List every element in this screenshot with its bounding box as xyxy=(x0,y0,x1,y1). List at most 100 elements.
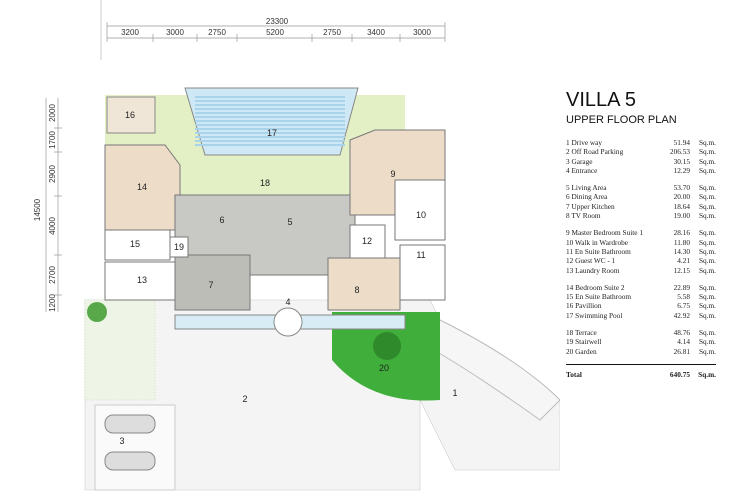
car xyxy=(104,414,156,434)
area-unit: Sq.m. xyxy=(698,211,716,221)
room-label: 12 xyxy=(362,236,372,246)
room-label: 13 xyxy=(137,275,147,285)
area-unit: Sq.m. xyxy=(698,346,716,356)
room-area: 4.14 xyxy=(677,337,690,347)
curved-drive xyxy=(424,319,560,421)
tree xyxy=(87,302,107,322)
room-name: 11 En Suite Bathroom xyxy=(566,246,631,256)
room-name: 17 Swimming Pool xyxy=(566,310,623,320)
room-label: 14 xyxy=(137,182,147,192)
room-name: 12 Guest WC - 1 xyxy=(566,256,616,266)
room-area: 12.29 xyxy=(673,165,690,175)
legend-row: 11 En Suite Bathroom 14.30 Sq.m. xyxy=(566,247,716,256)
room-label: 16 xyxy=(125,110,135,120)
room-area: 48.76 xyxy=(673,328,690,338)
room-label: 4 xyxy=(285,297,290,307)
room-area: 14.30 xyxy=(673,246,690,256)
kitchen xyxy=(174,254,251,311)
room-label: 19 xyxy=(174,242,184,252)
top-dimension: 5200 xyxy=(266,28,284,37)
room-label: 3 xyxy=(119,436,124,446)
room-area: 51.94 xyxy=(673,138,690,147)
area-unit: Sq.m. xyxy=(698,292,716,302)
area-unit: Sq.m. xyxy=(698,183,716,193)
room-area: 12.15 xyxy=(673,265,690,275)
room-name: 1 Drive way xyxy=(566,138,603,147)
legend-row: 16 Pavillion 6.75 Sq.m. xyxy=(566,301,716,310)
room-name: 15 En Suite Bathroom xyxy=(566,292,632,302)
area-unit: Sq.m. xyxy=(698,237,716,247)
room-name: 18 Terrace xyxy=(566,328,597,338)
left-dimension: 2000 xyxy=(48,104,57,122)
room-area: 53.70 xyxy=(673,183,690,193)
room-area: 19.00 xyxy=(673,211,690,221)
area-unit: Sq.m. xyxy=(698,228,716,238)
room-label: 15 xyxy=(130,239,140,249)
legend-row: 18 Terrace 48.76 Sq.m. xyxy=(566,328,716,337)
legend-row: 5 Living Area 53.70 Sq.m. xyxy=(566,183,716,192)
top-dimension: 3000 xyxy=(166,28,184,37)
room-area: 4.21 xyxy=(677,256,690,266)
left-dimension: 1200 xyxy=(48,294,57,312)
legend-row: 20 Garden 26.81 Sq.m. xyxy=(566,347,716,356)
room-name: 20 Garden xyxy=(566,346,597,356)
area-unit: Sq.m. xyxy=(698,310,716,320)
top-dimensions xyxy=(106,22,446,42)
legend-row: 1 Drive way 51.94 Sq.m. xyxy=(566,138,716,147)
room-area: 30.15 xyxy=(673,156,690,166)
plan-subtitle: UPPER FLOOR PLAN xyxy=(566,114,677,126)
top-dimension: 2750 xyxy=(208,28,226,37)
entrance xyxy=(273,307,303,337)
room-area: 18.64 xyxy=(673,201,690,211)
room-area: 42.92 xyxy=(673,310,690,320)
legend-row: 9 Master Bedroom Suite 1 28.16 Sq.m. xyxy=(566,228,716,237)
villa-title: VILLA 5 xyxy=(566,89,637,111)
left-dimensions xyxy=(45,98,62,312)
area-unit: Sq.m. xyxy=(698,138,716,147)
room-label: 17 xyxy=(267,128,277,138)
room-name: 9 Master Bedroom Suite 1 xyxy=(566,228,644,238)
room-area: 28.16 xyxy=(673,228,690,238)
room-name: 6 Dining Area xyxy=(566,192,608,202)
legend-row: 2 Off Road Parking 206.53 Sq.m. xyxy=(566,147,716,156)
wardrobe xyxy=(394,179,446,241)
top-dimension: 3000 xyxy=(413,28,431,37)
area-unit: Sq.m. xyxy=(698,147,716,157)
room-label: 7 xyxy=(208,280,213,290)
left-dimension: 2700 xyxy=(48,266,57,284)
area-unit: Sq.m. xyxy=(698,192,716,202)
area-unit: Sq.m. xyxy=(698,301,716,311)
room-label: 2 xyxy=(242,394,247,404)
room-name: 4 Entrance xyxy=(566,165,598,175)
room-name: 2 Off Road Parking xyxy=(566,147,624,157)
room-label: 6 xyxy=(219,215,224,225)
room-name: 19 Stairwell xyxy=(566,337,602,347)
room-area: 6.75 xyxy=(677,301,690,311)
room-name: 5 Living Area xyxy=(566,183,607,193)
room-label: 11 xyxy=(416,250,425,260)
room-area: 26.81 xyxy=(673,346,690,356)
room-area: 206.53 xyxy=(669,147,690,157)
room-label: 9 xyxy=(390,169,395,179)
area-unit: Sq.m. xyxy=(698,246,716,256)
room-label: 20 xyxy=(379,363,389,373)
room-area: 11.80 xyxy=(673,237,690,247)
left-dimension: 1700 xyxy=(48,131,57,149)
room-label: 1 xyxy=(452,388,457,398)
room-name: 16 Pavillion xyxy=(566,301,602,311)
room-label: 5 xyxy=(287,217,292,227)
room-name: 7 Upper Kitchen xyxy=(566,201,615,211)
area-unit: Sq.m. xyxy=(698,156,716,166)
area-unit: Sq.m. xyxy=(698,328,716,338)
